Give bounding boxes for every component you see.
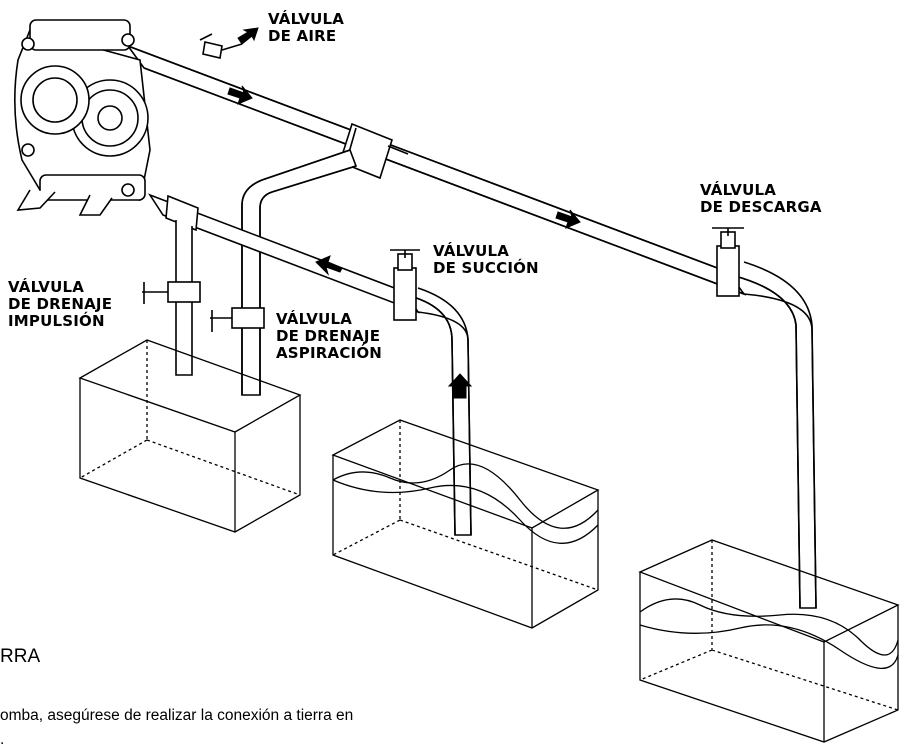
drain-suction-valve-label: VÁLVULA DE DRENAJE ASPIRACIÓN bbox=[276, 311, 382, 362]
discharge-valve-label-line2: DE DESCARGA bbox=[700, 198, 822, 216]
arrow-icon bbox=[237, 27, 259, 45]
body-text-line2: . bbox=[0, 731, 5, 748]
flow-arrows bbox=[227, 27, 581, 399]
discharge-pipe bbox=[125, 44, 817, 609]
section-heading: RRA bbox=[0, 646, 41, 667]
air-valve bbox=[199, 33, 243, 59]
discharge-valve-label-line1: VÁLVULA bbox=[700, 181, 777, 199]
arrow-icon bbox=[555, 209, 581, 229]
air-valve-label-line1: VÁLVULA bbox=[268, 10, 345, 28]
drain-discharge-label-line2: DE DRENAJE bbox=[8, 295, 113, 313]
discharge-tank bbox=[638, 539, 900, 743]
drain-suction-label-line1: VÁLVULA bbox=[276, 310, 353, 328]
suction-tank bbox=[331, 419, 600, 629]
suction-valve-label: VÁLVULA DE SUCCIÓN bbox=[433, 243, 539, 277]
drain-discharge-label-line1: VÁLVULA bbox=[8, 278, 85, 296]
pump bbox=[14, 19, 151, 216]
suction-valve bbox=[390, 249, 420, 321]
arrow-icon bbox=[227, 85, 253, 105]
air-valve-label-line2: DE AIRE bbox=[268, 27, 337, 45]
discharge-valve bbox=[712, 227, 744, 297]
discharge-valve-label: VÁLVULA DE DESCARGA bbox=[700, 182, 822, 216]
drain-discharge-valve-label: VÁLVULA DE DRENAJE IMPULSIÓN bbox=[8, 279, 112, 330]
suction-return-pipe bbox=[241, 148, 358, 396]
drain-suction-label-line2: DE DRENAJE bbox=[276, 327, 381, 345]
arrow-icon bbox=[315, 255, 343, 276]
body-text-line1: omba, asegúrese de realizar la conexión … bbox=[0, 707, 354, 724]
left-tank bbox=[78, 339, 302, 533]
drain-suction-label-line3: ASPIRACIÓN bbox=[276, 344, 383, 362]
suction-valve-label-line2: DE SUCCIÓN bbox=[433, 259, 539, 277]
arrow-icon bbox=[447, 373, 473, 399]
air-valve-label: VÁLVULA DE AIRE bbox=[268, 11, 344, 45]
drain-discharge-label-line3: IMPULSIÓN bbox=[8, 312, 105, 330]
suction-pipe bbox=[142, 193, 472, 536]
suction-valve-label-line1: VÁLVULA bbox=[433, 242, 510, 260]
